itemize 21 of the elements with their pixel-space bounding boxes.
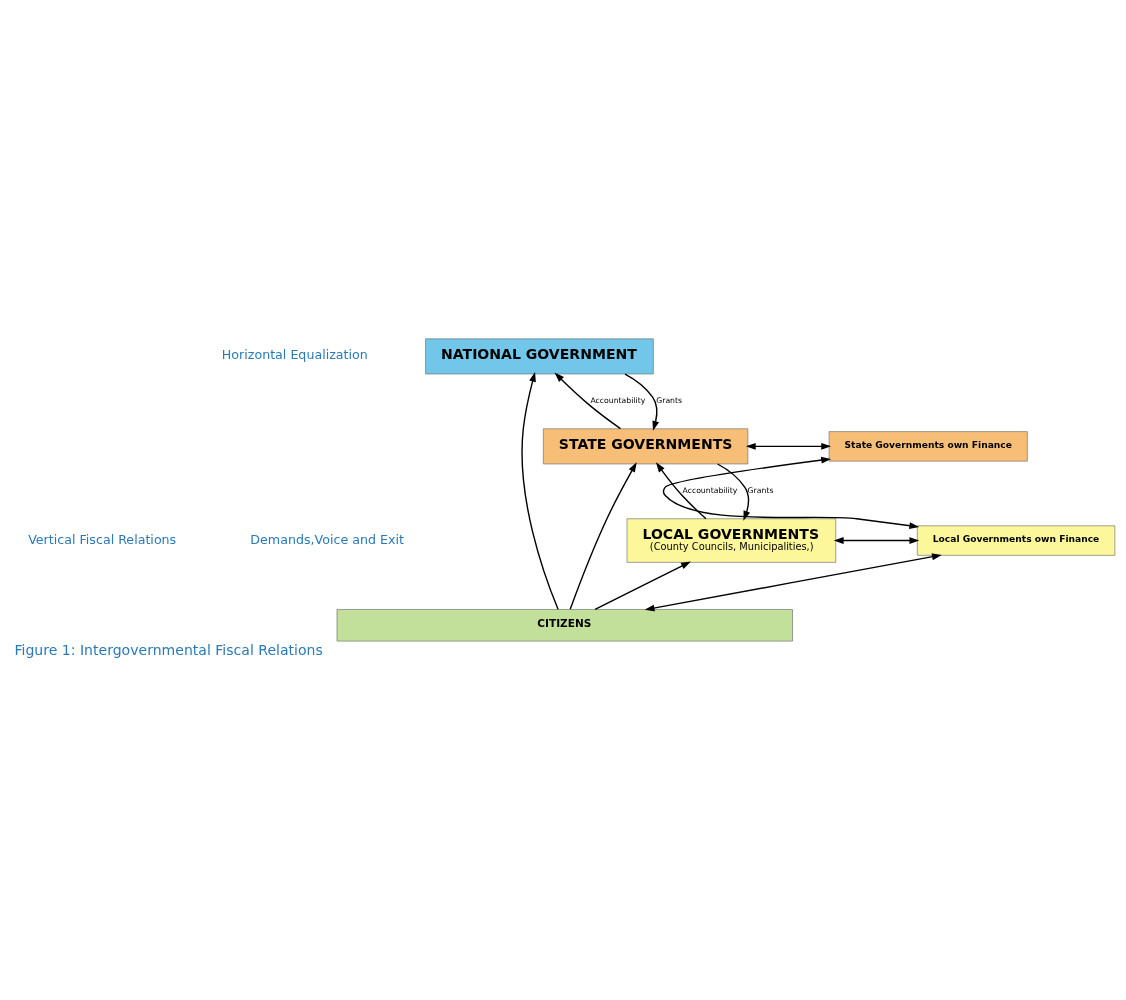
arrow	[833, 536, 920, 544]
arrow	[554, 372, 622, 429]
caption: Figure 1: Intergovernmental Fiscal Relations	[14, 641, 323, 658]
arrow	[644, 552, 942, 611]
node-box: Local Governments own Finance	[916, 524, 1116, 556]
arrow	[569, 461, 637, 610]
label: Vertical Fiscal Relations	[28, 531, 177, 547]
label: Horizontal Equalization	[221, 346, 368, 362]
arrow	[716, 462, 751, 521]
arrow	[624, 372, 660, 431]
node-box: STATE GOVERNMENTS	[542, 427, 749, 464]
arrow	[521, 371, 559, 610]
arrow	[594, 561, 691, 610]
arrow	[655, 461, 707, 519]
arrow	[745, 442, 832, 450]
node-box: LOCAL GOVERNMENTS (County Councils, Municipalities,)	[626, 517, 837, 563]
node-box: State Governments own Finance	[828, 430, 1028, 461]
label: Demands,Voice and Exit	[250, 531, 404, 547]
node-box: NATIONAL GOVERNMENT	[425, 337, 654, 374]
arrow	[662, 456, 920, 529]
node-box: CITIZENS	[336, 608, 793, 641]
